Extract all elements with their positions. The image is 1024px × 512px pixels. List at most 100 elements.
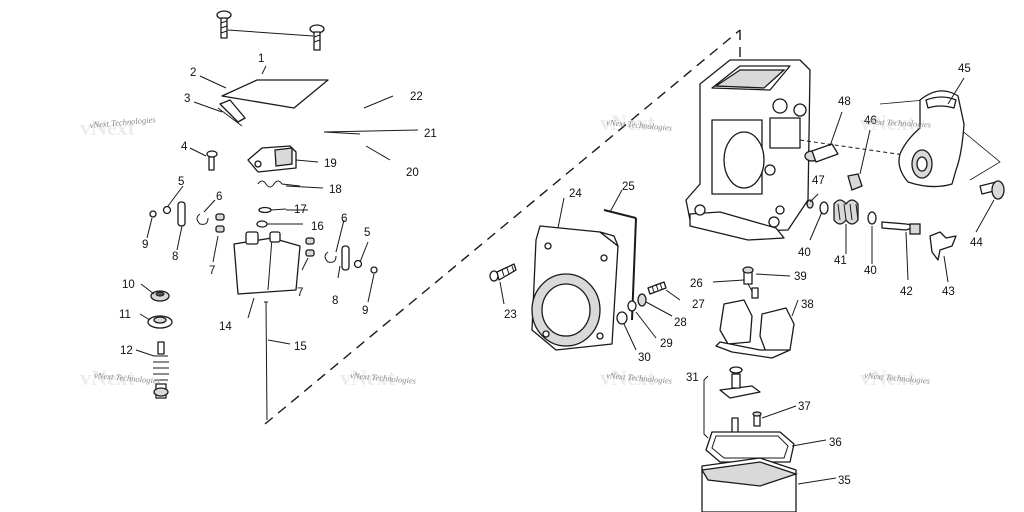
callout: 11 — [119, 309, 131, 321]
callout: 7 — [209, 265, 215, 277]
ring-7-right-b — [305, 249, 315, 257]
washer-5-left — [162, 205, 172, 215]
callout: 9 — [142, 239, 148, 251]
knob-43 — [929, 231, 957, 261]
callout: 28 — [674, 317, 687, 329]
left-assembly — [147, 10, 378, 421]
watermark-background: vNext vNext vNext vNext vNext vNext vNex… — [80, 110, 916, 390]
carburetor-body — [685, 59, 811, 241]
callout: 5 — [364, 227, 370, 239]
bowl-gasket — [705, 431, 795, 463]
callout: 6 — [216, 191, 222, 203]
float-arm — [719, 366, 761, 399]
plate-8-right — [341, 245, 350, 271]
needle-42 — [881, 221, 921, 235]
callout: 23 — [504, 309, 517, 321]
cap-46 — [847, 173, 863, 191]
nut-11 — [147, 315, 173, 329]
top-screw-left — [216, 10, 232, 39]
svg-text:vNext: vNext — [600, 365, 656, 390]
fitting-48 — [804, 143, 839, 163]
spring-18 — [257, 180, 301, 188]
svg-text:vNext: vNext — [80, 115, 136, 140]
throttle-slide — [233, 231, 301, 295]
callout: 40 — [864, 265, 877, 277]
svg-text:vNext: vNext — [340, 365, 396, 390]
callout-numbers: 1 2 3 4 5 6 7 8 9 10 11 12 14 15 16 17 1… — [119, 53, 983, 487]
callout: 43 — [942, 286, 955, 298]
callout: 46 — [864, 115, 877, 127]
screw-23 — [489, 263, 517, 282]
callout: 5 — [178, 176, 184, 188]
washer-5-right — [353, 259, 363, 269]
screw-39 — [742, 266, 754, 285]
callout: 47 — [812, 175, 825, 187]
callout: 29 — [660, 338, 673, 350]
callout: 9 — [362, 305, 368, 317]
dashed-guide-lines — [264, 29, 741, 425]
callout: 48 — [838, 96, 851, 108]
washer-9-left — [149, 210, 157, 218]
callout: 12 — [120, 345, 133, 357]
screw-37 — [752, 411, 762, 427]
callout: 8 — [332, 295, 338, 307]
callout: 20 — [406, 167, 419, 179]
callout: 2 — [190, 67, 196, 79]
callout: 40 — [798, 247, 811, 259]
screw-44 — [979, 180, 1005, 200]
callout: 15 — [294, 341, 307, 353]
screw-4 — [206, 150, 218, 171]
callout: 18 — [329, 184, 342, 196]
callout: 41 — [834, 255, 847, 267]
callout: 37 — [798, 401, 811, 413]
o-ring-30 — [616, 311, 628, 325]
idle-adjuster — [153, 341, 169, 399]
plate-8-left — [177, 201, 186, 227]
pilot-screw — [647, 281, 667, 295]
middle-assembly — [489, 209, 667, 351]
washer-16 — [256, 220, 268, 228]
callout: 17 — [294, 204, 307, 216]
callout: 3 — [184, 93, 190, 105]
clip-17 — [258, 206, 272, 214]
callout: 30 — [638, 352, 651, 364]
spring-41 — [833, 199, 859, 225]
callout: 42 — [900, 286, 913, 298]
callout: 10 — [122, 279, 135, 291]
cover-gasket — [219, 99, 246, 123]
callout: 35 — [838, 475, 851, 487]
svg-text:vNext: vNext — [860, 110, 916, 135]
callout: 21 — [424, 128, 437, 140]
svg-text:vNext: vNext — [600, 110, 656, 135]
cover-plate — [221, 79, 329, 109]
jet-needle — [265, 301, 268, 421]
washer-40-b — [867, 211, 877, 225]
right-assembly — [685, 59, 1005, 512]
callout: 44 — [970, 237, 983, 249]
leader-lines — [135, 65, 995, 485]
callout: 4 — [181, 141, 188, 153]
float-bowl — [700, 457, 799, 512]
callout: 1 — [258, 53, 264, 65]
callout: 26 — [690, 278, 703, 290]
cap-10 — [150, 290, 170, 302]
callout: 22 — [410, 91, 423, 103]
svg-text:vNext: vNext — [80, 365, 136, 390]
throttle-lever — [898, 90, 965, 188]
washer-47 — [806, 199, 814, 209]
ring-7-left-b — [215, 225, 225, 233]
callout: 45 — [958, 63, 971, 75]
watermark: vNext Technologies — [865, 116, 932, 129]
ring-7-left-a — [215, 213, 225, 221]
callout: 31 — [686, 372, 699, 384]
float — [715, 299, 795, 359]
clip-6-right — [324, 251, 337, 263]
callout: 7 — [297, 287, 303, 299]
callout: 27 — [692, 299, 705, 311]
callout: 38 — [801, 299, 814, 311]
callout: 8 — [172, 251, 178, 263]
clip-6-left — [196, 213, 209, 225]
callout: 36 — [829, 437, 842, 449]
ring-7-right-a — [305, 237, 315, 245]
